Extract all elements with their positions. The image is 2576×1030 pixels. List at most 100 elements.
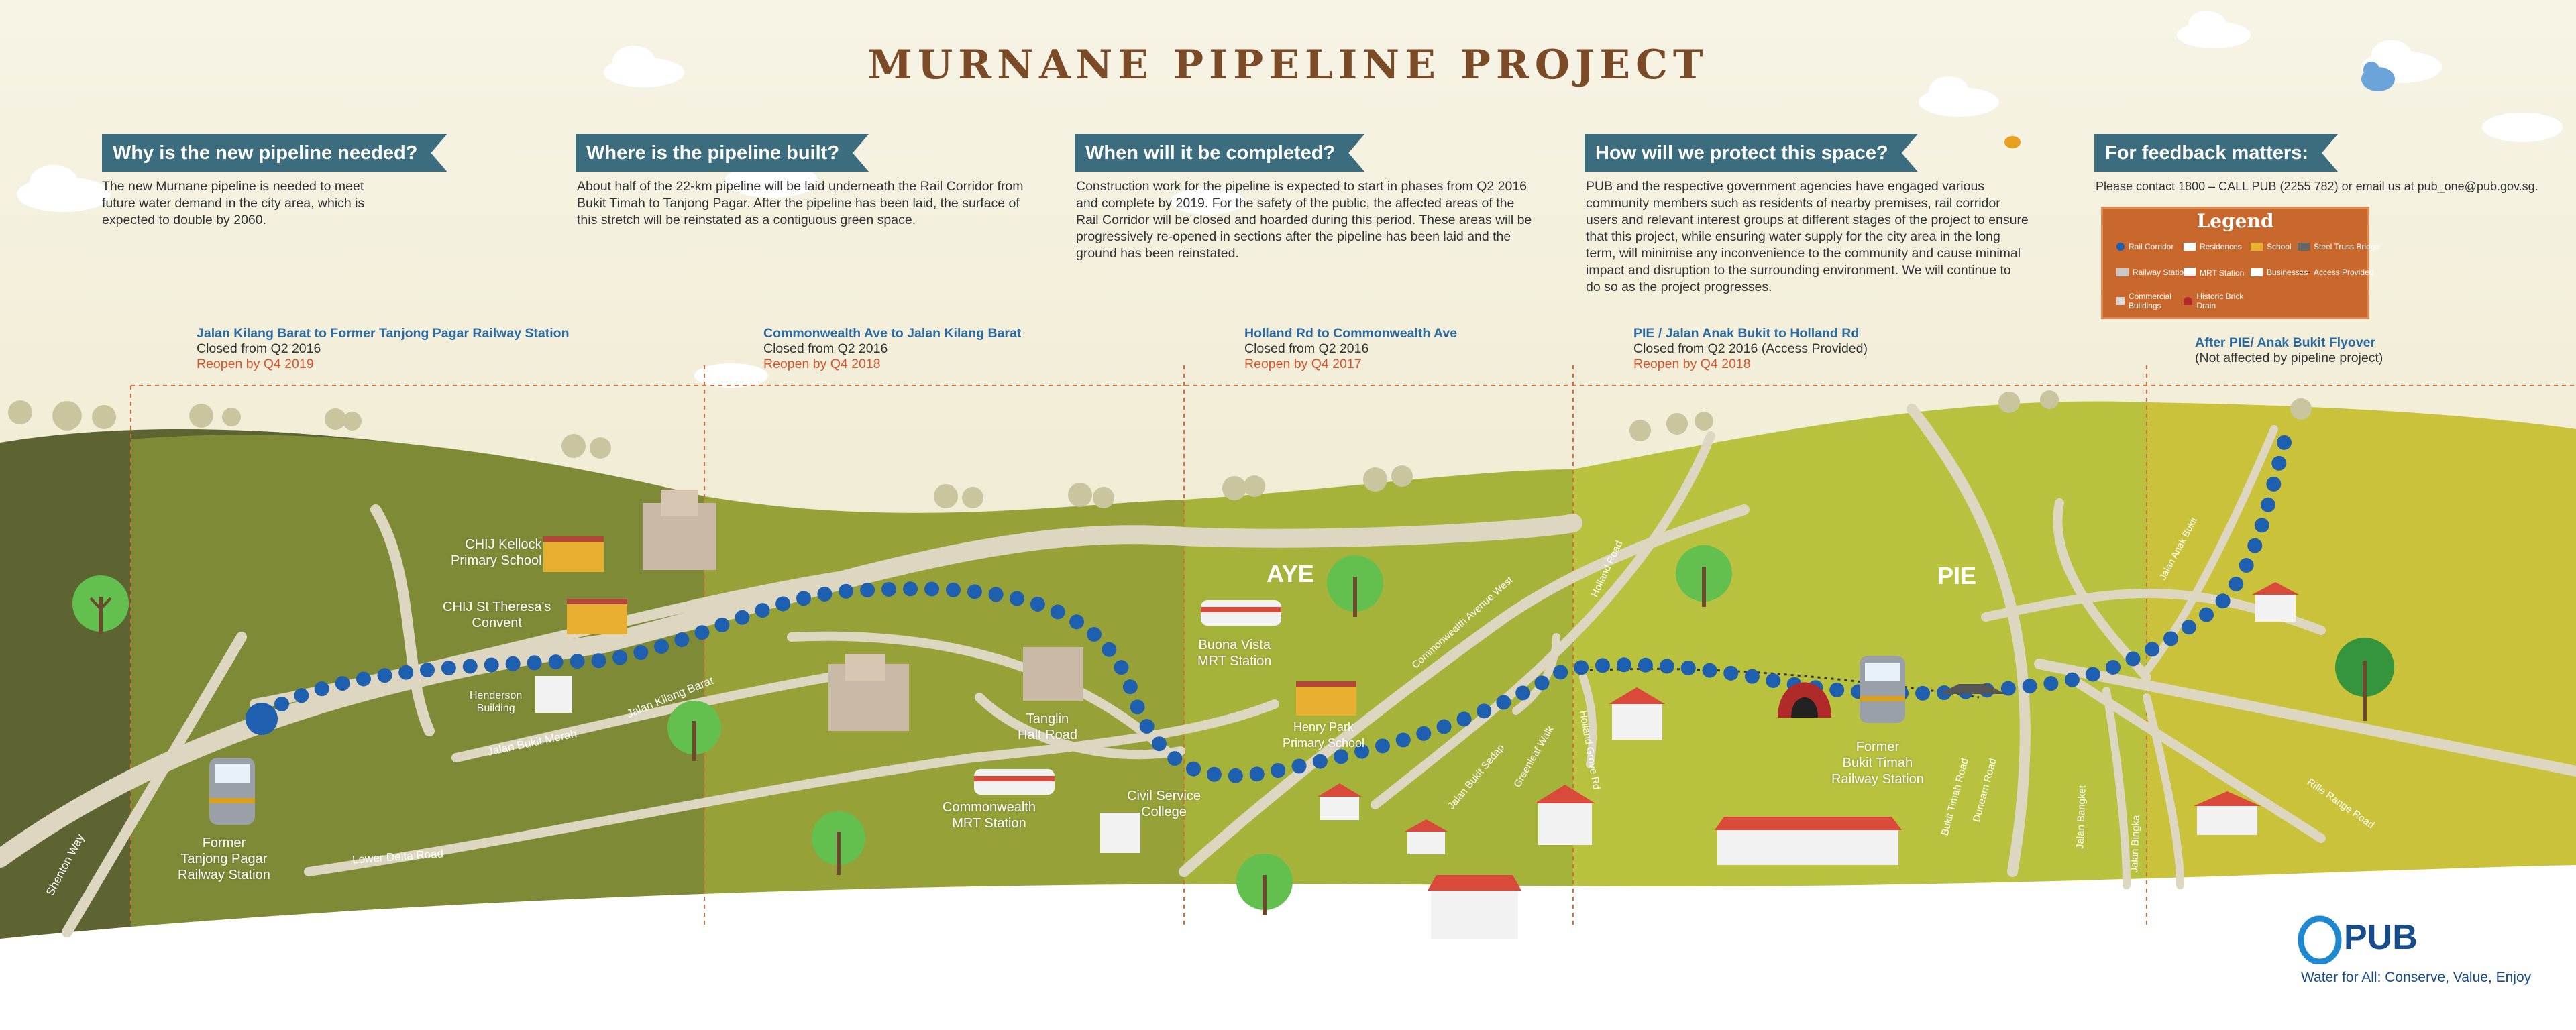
question-heading-how: How will we protect this space?: [1585, 134, 1918, 172]
residences-icon: [2184, 243, 2196, 251]
pipeline-dot: [441, 661, 456, 676]
pipeline-dot: [2266, 476, 2282, 492]
pipeline-dot: [591, 653, 606, 669]
legend-item-residences: Residences: [2184, 242, 2242, 251]
pipeline-dot: [484, 657, 499, 673]
pipeline-dot: [462, 659, 478, 674]
pub-tagline: Water for All: Conserve, Value, Enjoy: [2301, 970, 2532, 985]
pipeline-dot: [674, 632, 690, 648]
question-body-when: Construction work for the pipeline is ex…: [1076, 179, 1532, 261]
legend-item-school: School: [2251, 242, 2292, 251]
pipeline-dot: [1680, 661, 1696, 676]
label-chij-kellock: CHIJ Kellock Primary School: [451, 537, 542, 568]
pipeline-dot: [612, 650, 628, 665]
pipeline-dot: [2085, 667, 2100, 682]
pipeline-dot: [1291, 758, 1307, 774]
pipeline-dot: [1553, 665, 1568, 680]
pipeline-dot: [2000, 681, 2016, 696]
pipeline-dot: [1010, 591, 1025, 606]
pipeline-dot: [1139, 718, 1155, 734]
pipeline-dot: [2064, 672, 2080, 687]
pub-logo-text: PUB: [2344, 918, 2418, 957]
question-heading-where: Where is the pipeline built?: [576, 134, 869, 172]
pipeline-dot: [2022, 679, 2037, 694]
pipeline-dot: [796, 591, 812, 606]
pipeline-dot: [945, 582, 961, 597]
pipeline-dot: [398, 665, 414, 680]
label-tanglin-halt: Tanglin Halt Road: [1018, 711, 1077, 742]
pipeline-dot: [1723, 665, 1739, 681]
question-body-why: The new Murnane pipeline is needed to me…: [102, 179, 365, 227]
legend-item-access-provided: Access Provided: [2298, 268, 2373, 277]
pipeline-dot: [1659, 659, 1674, 674]
pipeline-dot: [1249, 766, 1265, 782]
pipeline-dot: [314, 681, 329, 697]
pipeline-dot: [860, 583, 875, 598]
pipeline-dot: [1102, 642, 1117, 657]
pipeline-dot: [419, 663, 435, 678]
pipeline-dot: [2260, 497, 2275, 512]
pipeline-dot: [1086, 626, 1102, 642]
bird-decoration: [2361, 62, 2395, 91]
pipeline-dot: [881, 581, 897, 597]
legend-title: Legend: [2196, 210, 2274, 232]
pipeline-dot: [527, 655, 542, 671]
road-bingka: Jalan Bingka: [2128, 815, 2142, 873]
road-bangket: Jalan Bangket: [2074, 785, 2088, 850]
pipeline-dot: [2125, 651, 2141, 667]
pipeline-dot: [335, 676, 350, 691]
pub-logo-icon: [2298, 915, 2342, 964]
pipeline-dot: [1574, 660, 1589, 675]
railway-station-icon: [2116, 268, 2129, 276]
pipeline-dot: [1744, 669, 1760, 684]
legend-item-commercial: Commercial Buildings: [2116, 292, 2180, 310]
pipeline-dot: [1496, 695, 1511, 710]
section-3: Holland Rd to Commonwealth Ave Closed fr…: [1244, 326, 1458, 371]
pipeline-start-marker: [246, 703, 278, 735]
pipeline-dot: [1616, 657, 1631, 673]
pipeline-dot: [1206, 766, 1222, 782]
question-body-feedback: Please contact 1800 – CALL PUB (2255 782…: [2096, 180, 2538, 193]
pipeline-dot: [817, 586, 833, 602]
pipeline-dot: [903, 581, 918, 597]
legend-item-railway-station: Railway Station: [2116, 268, 2188, 277]
pipeline-dot: [755, 603, 770, 618]
section-5: After PIE/ Anak Bukit Flyover (Not affec…: [2195, 335, 2383, 365]
pipeline-dot: [1456, 711, 1472, 727]
pipeline-dot: [2239, 558, 2254, 573]
pipeline-dot: [1334, 749, 1349, 764]
pipeline-dot: [2043, 676, 2059, 691]
pipeline-dot: [548, 654, 564, 670]
pipeline-dot: [1702, 663, 1717, 678]
pipeline-dot: [1515, 685, 1531, 701]
pipeline-dot: [2181, 620, 2196, 635]
bridge-icon: [2298, 243, 2310, 251]
pipeline-dot: [1030, 597, 1045, 612]
pipeline-dot: [2247, 538, 2263, 553]
legend-item-rail-corridor: Rail Corridor: [2116, 242, 2174, 251]
page-title: MURNANE PIPELINE PROJECT: [867, 42, 1709, 89]
pipeline-dot: [1595, 658, 1610, 673]
section-1: Jalan Kilang Barat to Former Tanjong Pag…: [197, 326, 570, 371]
pipeline-dot: [1151, 736, 1167, 752]
pipeline-dot: [2106, 659, 2121, 675]
pipeline-dot: [377, 668, 392, 683]
pipeline-dot: [1271, 762, 1286, 778]
pipeline-dot: [967, 584, 982, 599]
pipeline-dot: [2254, 518, 2269, 533]
pipeline-dot: [988, 587, 1004, 602]
label-pie: PIE: [1937, 562, 1977, 589]
section-2: Commonwealth Ave to Jalan Kilang Barat C…: [763, 326, 1022, 371]
label-chij-theresa: CHIJ St Theresa's Convent: [443, 599, 551, 630]
pipeline-dot: [1228, 768, 1243, 783]
pipeline-dot: [839, 583, 854, 599]
pipeline-dot: [570, 654, 585, 669]
businesses-icon: [2251, 268, 2263, 276]
pipeline-dot: [2198, 607, 2214, 622]
buildings: [209, 490, 2299, 939]
pipeline-dot: [633, 645, 649, 661]
pipeline-dot: [1395, 732, 1411, 748]
pipeline-dot: [694, 625, 710, 640]
label-civil-service-college: Civil Service College: [1127, 789, 1201, 819]
